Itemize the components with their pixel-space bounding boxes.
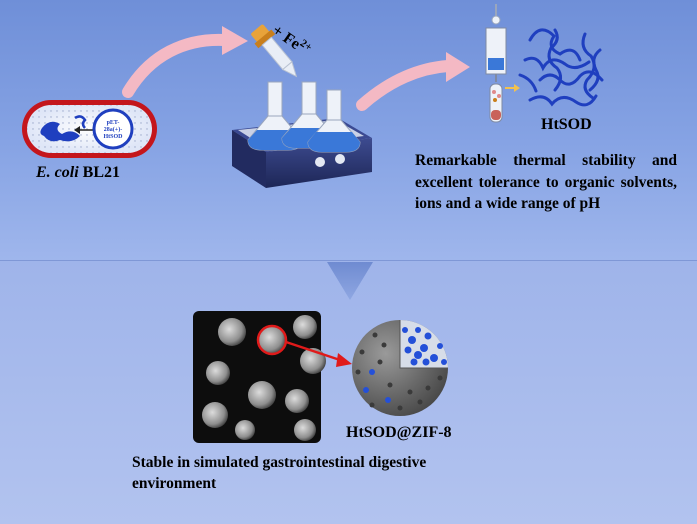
stable-text: Stable in simulated gastrointestinal dig… — [132, 454, 427, 492]
down-arrow — [327, 262, 373, 300]
dropper-icon — [251, 24, 298, 78]
sem-image — [193, 311, 326, 443]
pink-arrow-2 — [356, 52, 470, 111]
zif-label: HtSOD@ZIF-8 — [346, 424, 452, 441]
flask-icon — [247, 81, 361, 153]
plasmid-label: pET-28a(+)- HtSOD — [98, 120, 128, 141]
e-coli-cell-icon — [22, 100, 157, 158]
bottom-panel — [0, 260, 697, 524]
ecoli-label-rest: BL21 — [78, 164, 121, 181]
ecoli-label: E. coli BL21 — [36, 164, 120, 182]
plasmid-label-line1: pET-28a(+)- — [103, 120, 123, 133]
description-text: Remarkable thermal stability and excelle… — [415, 152, 677, 212]
htsod-label: HtSOD — [541, 116, 592, 133]
plasmid-label-line2: HtSOD — [103, 134, 123, 140]
pink-arrow-1 — [122, 26, 248, 98]
red-arrow — [285, 340, 352, 367]
zif-sphere-icon — [352, 320, 448, 416]
protein-structure-icon — [518, 28, 604, 107]
column-icon — [485, 4, 520, 123]
ecoli-label-italic: E. coli — [36, 164, 79, 181]
